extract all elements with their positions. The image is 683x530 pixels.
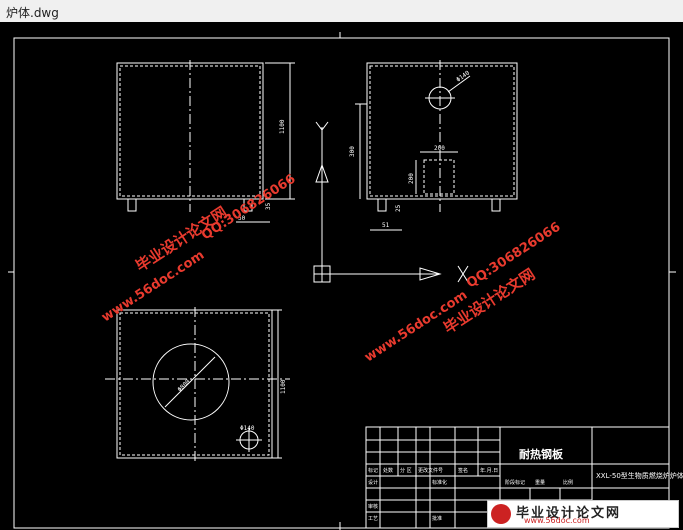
- tb-header-1: 处数: [383, 467, 393, 474]
- side-door-h-label: 200: [408, 173, 415, 184]
- side-outer: [366, 62, 518, 200]
- tb-header-0: 标记: [368, 467, 378, 474]
- top-view: Φ800 Φ140 1100: [105, 307, 290, 462]
- window-titlebar: 炉体.dwg: [0, 0, 683, 23]
- side-view: Φ140 200 200 300 51 25: [349, 60, 518, 231]
- top-big-circle-label: Φ800: [176, 378, 191, 393]
- side-door: [423, 159, 455, 195]
- front-foot-left: [127, 198, 137, 212]
- tb-header-5: 年.月.日: [480, 467, 498, 474]
- side-foot-right: [491, 198, 501, 212]
- tb-stage: 阶段标记: [505, 479, 525, 486]
- top-small-hole-label: Φ140: [240, 425, 255, 432]
- title-block-frame: [365, 426, 670, 529]
- ucs-icon: [313, 121, 469, 283]
- tb-process: 工艺: [368, 516, 378, 522]
- front-height-label: 1100: [279, 119, 286, 134]
- tb-std: 标准化: [432, 479, 447, 486]
- cad-drawing: 1100 50 35 Φ140 200 200 300 51 25: [8, 32, 683, 530]
- side-small-label: 25: [395, 204, 402, 212]
- top-height-label: 1100: [280, 379, 287, 394]
- ucs-x-arrow: [419, 267, 442, 281]
- front-foot-right: [243, 198, 253, 212]
- window-title: 炉体.dwg: [6, 6, 59, 20]
- tb-design: 设计: [368, 479, 378, 486]
- site-logo-icon: [491, 504, 511, 524]
- drawing-border: [13, 37, 670, 529]
- side-foot-label: 51: [382, 222, 390, 229]
- side-height-label: 300: [349, 146, 356, 157]
- tb-weight: 重量: [535, 479, 545, 486]
- tb-approve: 批准: [432, 515, 442, 522]
- tb-header-3: 更改文件号: [418, 467, 443, 474]
- tb-header-4: 签名: [458, 467, 468, 474]
- top-big-circle: [152, 343, 230, 421]
- front-foot-w-label: 50: [238, 215, 246, 222]
- tb-scale: 比例: [563, 479, 573, 486]
- side-foot-left: [377, 198, 387, 212]
- side-door-w-label: 200: [434, 145, 445, 152]
- footer-url: www.56doc.com: [524, 516, 590, 525]
- tb-check: 审核: [368, 503, 378, 510]
- drawing-canvas[interactable]: 1100 50 35 Φ140 200 200 300 51 25: [0, 22, 683, 530]
- title-block: 耐热钢板 XXL-50型生物质燃烧炉炉体 标记 处数 分 区 更改文件号 签名 …: [365, 426, 683, 529]
- watermarks: 毕业设计论文网 QQ:306826066 www.56doc.com www.5…: [99, 172, 563, 366]
- side-inner: [369, 65, 515, 197]
- tb-project-name: XXL-50型生物质燃烧炉炉体: [596, 471, 683, 480]
- footer-banner: 毕业设计论文网 www.56doc.com: [487, 500, 679, 528]
- footer-site-name: 毕业设计论文网: [516, 506, 622, 521]
- front-foot-h-label: 35: [265, 202, 272, 210]
- tb-part-name: 耐热钢板: [519, 447, 564, 461]
- tb-header-2: 分 区: [400, 467, 412, 474]
- ucs-y-arrow: [315, 163, 329, 183]
- front-view: 1100 50 35: [116, 60, 295, 223]
